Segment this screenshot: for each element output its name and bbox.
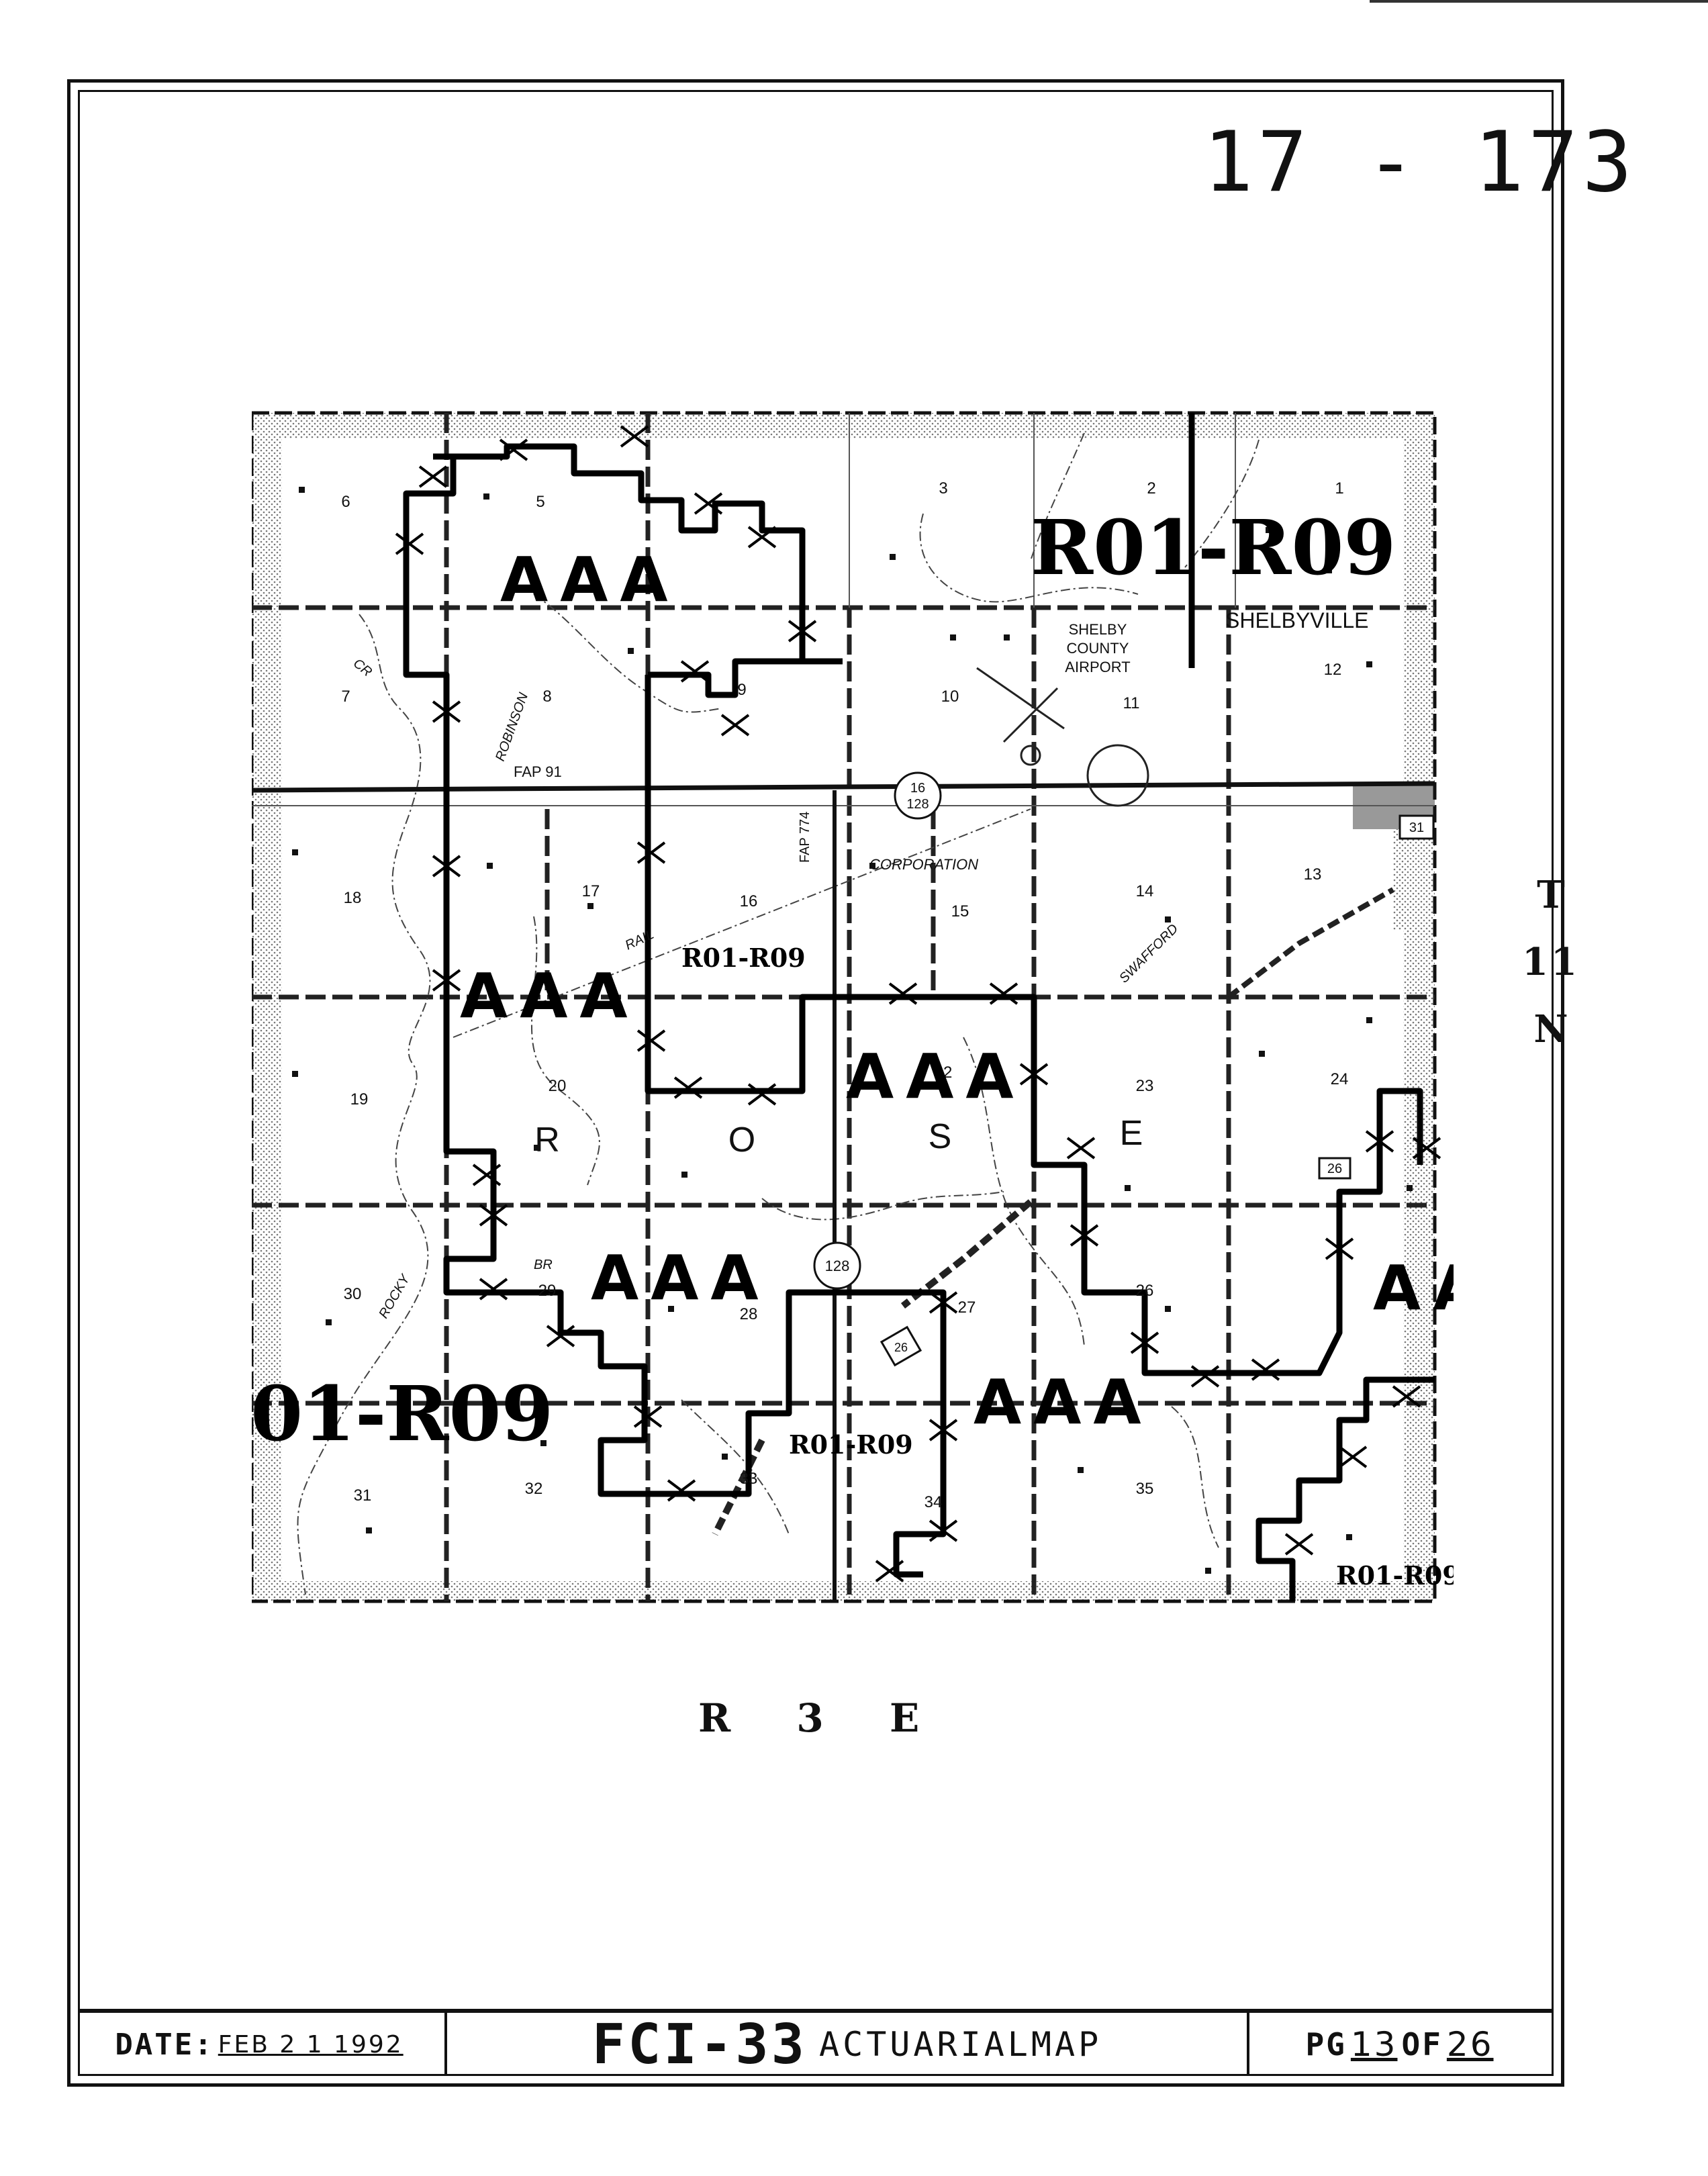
shield-label: 128 (906, 797, 929, 812)
section-num: 30 (344, 1285, 362, 1303)
town-name: SHELBYVILLE (1225, 608, 1368, 632)
township-map: 1 2 3 5 6 7 8 9 10 11 12 13 14 15 16 17 … (252, 411, 1454, 1603)
township-letter: S (929, 1117, 952, 1156)
section-num: 23 (1136, 1077, 1154, 1095)
township-letter: O (728, 1121, 755, 1160)
zone-class-label: AAA (500, 544, 680, 616)
airport-label-3: AIRPORT (1065, 659, 1130, 675)
section-num: 32 (525, 1480, 543, 1498)
road-label: CR (350, 656, 375, 679)
of-label: OF (1401, 2026, 1443, 2063)
form-code: FCI-33 (591, 2012, 807, 2077)
zone-class-label: AAA (1373, 1252, 1454, 1324)
road-label: FAP 774 (798, 812, 812, 863)
shield-label: 31 (1409, 820, 1424, 835)
section-num: 19 (350, 1090, 369, 1108)
streams (297, 432, 1260, 1595)
shield-label: 128 (825, 1258, 850, 1274)
section-num: 1 (1335, 479, 1343, 498)
zone-rate-label: R01-R09 (1336, 1560, 1454, 1591)
highway (252, 781, 1435, 1601)
page-number: 13 (1350, 2025, 1398, 2064)
section-num: 22 (935, 1063, 953, 1082)
section-num: 11 (1123, 694, 1140, 712)
map-id: 17 - 173 (1203, 114, 1637, 211)
section-num: 12 (1324, 661, 1342, 679)
zone-class-label: AAA (460, 960, 640, 1032)
township-letter: R (534, 1121, 560, 1160)
zone-class-label: AAA (591, 1242, 771, 1314)
zone-rate-label: R01-R09 (1031, 504, 1396, 592)
shield-label: 26 (894, 1341, 908, 1354)
zone-rate-label: R01-R09 (789, 1429, 913, 1460)
section-num: 34 (924, 1493, 943, 1511)
page-total: 26 (1446, 2025, 1494, 2064)
page-label: PG (1305, 2026, 1347, 2063)
road-label: ROBINSON (493, 690, 531, 763)
date-label: DATE: (115, 2027, 214, 2062)
airport-label-2: COUNTY (1067, 640, 1129, 657)
road-label: SWAFFORD (1117, 921, 1181, 986)
township-direction: N (1533, 1007, 1568, 1051)
section-num: 9 (737, 681, 746, 699)
zone-boundaries (403, 413, 1435, 1601)
township-t: T (1537, 873, 1565, 917)
section-num: 3 (939, 479, 947, 498)
sheet-inner-border (78, 90, 1554, 2076)
section-num: 5 (536, 493, 544, 511)
section-num: 31 (354, 1486, 372, 1505)
zone-rate-label: R01-R09 (252, 1370, 553, 1458)
section-num: 13 (1304, 865, 1322, 884)
section-num: 15 (951, 902, 969, 920)
airport-label-1: SHELBY (1069, 621, 1127, 638)
date-value: FEB 2 1 1992 (218, 2030, 404, 2059)
section-num: 8 (542, 688, 551, 706)
building-dots (292, 487, 1413, 1574)
section-num: 14 (1136, 882, 1154, 900)
section-num: 17 (582, 882, 600, 900)
range-label: R 3 E (698, 1695, 922, 1741)
section-num: 24 (1331, 1070, 1349, 1088)
form-title-cell: FCI-33 ACTUARIALMAP (447, 2012, 1249, 2077)
road-label: CORPORATION (869, 856, 978, 873)
road-label: BR (534, 1258, 553, 1272)
shield-label: 26 (1327, 1162, 1342, 1176)
section-num: 20 (549, 1077, 567, 1095)
section-num: 35 (1136, 1480, 1154, 1498)
section-num: 2 (1147, 479, 1155, 498)
zone-class-label: AAA (974, 1366, 1153, 1438)
section-num: 33 (740, 1470, 758, 1488)
road-label: RAIL (623, 927, 657, 953)
top-edge-rule (1370, 0, 1708, 3)
sheet-outer-border (67, 79, 1564, 2087)
section-num: 6 (341, 493, 350, 511)
date-cell: DATE: FEB 2 1 1992 (78, 2013, 447, 2076)
section-num: 26 (1136, 1282, 1154, 1300)
section-num: 18 (344, 889, 362, 907)
page-cell: PG 13 OF 26 (1249, 2013, 1554, 2076)
section-num: 7 (341, 688, 350, 706)
section-num: 27 (958, 1298, 976, 1317)
shield-label: 16 (910, 781, 925, 796)
footer-bar: DATE: FEB 2 1 1992 FCI-33 ACTUARIALMAP P… (78, 2009, 1554, 2077)
township-number: 11 (1522, 940, 1580, 984)
section-num: 29 (538, 1282, 557, 1300)
route-shields (813, 771, 1435, 1367)
boundary-x-markers (395, 425, 1441, 1582)
form-name: ACTUARIALMAP (818, 2025, 1102, 2064)
township-letter: E (1120, 1114, 1143, 1153)
zone-class-label: AAA (846, 1041, 1026, 1113)
airport (976, 667, 1149, 807)
zone-rate-label: R01-R09 (681, 943, 806, 973)
section-num: 28 (740, 1305, 758, 1323)
section-num: 10 (941, 688, 959, 706)
road-label: FAP 91 (514, 763, 562, 780)
section-num: 16 (740, 892, 758, 910)
